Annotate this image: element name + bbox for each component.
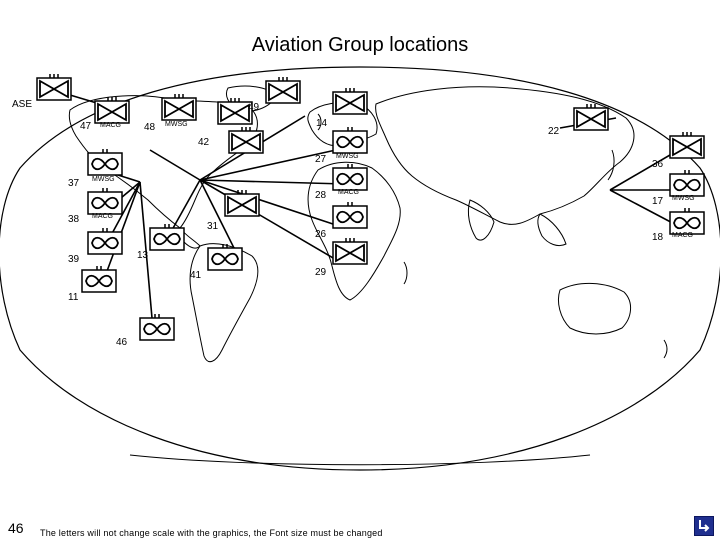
antarctica-edge [129, 454, 591, 466]
map-frame [0, 66, 720, 471]
label-macg: MACG [92, 213, 113, 220]
label-31: 31 [207, 221, 219, 232]
label-mwsg: MWSG [336, 153, 359, 160]
aviation-wing-symbol [149, 223, 185, 251]
africa [307, 161, 401, 301]
continent-outlines [68, 85, 668, 466]
label-48: 48 [144, 122, 156, 133]
label-14: 14 [316, 118, 328, 129]
footer-note: The letters will not change scale with t… [40, 528, 383, 538]
aviation-wing-symbol [207, 243, 243, 271]
label-41: 41 [190, 270, 202, 281]
aviation-wing-symbol [87, 187, 123, 215]
label-macg: MACG [672, 232, 693, 239]
aviation-group-symbol [669, 131, 705, 159]
label-42: 42 [198, 137, 210, 148]
madagascar [403, 261, 408, 285]
aviation-wing-symbol [332, 201, 368, 229]
aviation-wing-symbol [87, 148, 123, 176]
uk [317, 113, 322, 131]
label-29: 29 [315, 267, 327, 278]
page-title: Aviation Group locations [251, 34, 469, 56]
return-arrow-glyph [699, 520, 710, 532]
label-18: 18 [652, 232, 664, 243]
aviation-group-symbol [36, 73, 72, 101]
aviation-group-symbol [265, 76, 301, 104]
aviation-group-symbol [573, 103, 609, 131]
aviation-wing-symbol [669, 207, 705, 235]
label-mwsg: MWSG [92, 176, 115, 183]
aviation-group-symbol [161, 93, 197, 121]
label-macg: MACG [338, 189, 359, 196]
new-zealand [663, 339, 668, 359]
aviation-wing-symbol [139, 313, 175, 341]
australia [557, 282, 631, 335]
aviation-group-symbol [332, 237, 368, 265]
unit-symbols [36, 73, 705, 341]
label-36: 36 [652, 159, 664, 170]
label-mwsg: MWSG [165, 121, 188, 128]
asia [375, 86, 635, 225]
aviation-group-symbol [228, 126, 264, 154]
aviation-group-symbol [332, 87, 368, 115]
aviation-group-symbol [217, 97, 253, 125]
greenland [225, 85, 277, 112]
unit-labels: ASE 47 MACG 48 MWSG 49 14 22 42 27 MWSG … [12, 99, 695, 348]
label-11: 11 [68, 292, 79, 303]
label-macg: MACG [100, 122, 121, 129]
label-46: 46 [116, 337, 128, 348]
label-22: 22 [548, 126, 560, 137]
label-38: 38 [68, 214, 80, 225]
label-37: 37 [68, 178, 80, 189]
label-ase: ASE [12, 99, 32, 110]
japan [607, 149, 615, 181]
aviation-wing-symbol [332, 126, 368, 154]
label-47: 47 [80, 121, 92, 132]
return-arrow-icon[interactable] [694, 516, 714, 536]
aviation-wing-symbol [669, 169, 705, 197]
southeast-asia [537, 213, 567, 247]
aviation-group-symbol [224, 189, 260, 217]
label-49: 49 [248, 102, 260, 113]
south-america [189, 243, 259, 363]
aviation-group-symbol [94, 96, 130, 124]
aviation-wing-symbol [87, 227, 123, 255]
label-39: 39 [68, 254, 80, 265]
label-13: 13 [137, 250, 149, 261]
label-17: 17 [652, 196, 664, 207]
page-number: 46 [8, 520, 24, 536]
label-mwsg: MWSG [672, 195, 695, 202]
india [467, 199, 495, 241]
aviation-wing-symbol [332, 163, 368, 191]
label-28: 28 [315, 190, 327, 201]
label-27: 27 [315, 154, 327, 165]
label-26: 26 [315, 229, 327, 240]
aviation-wing-symbol [81, 265, 117, 293]
